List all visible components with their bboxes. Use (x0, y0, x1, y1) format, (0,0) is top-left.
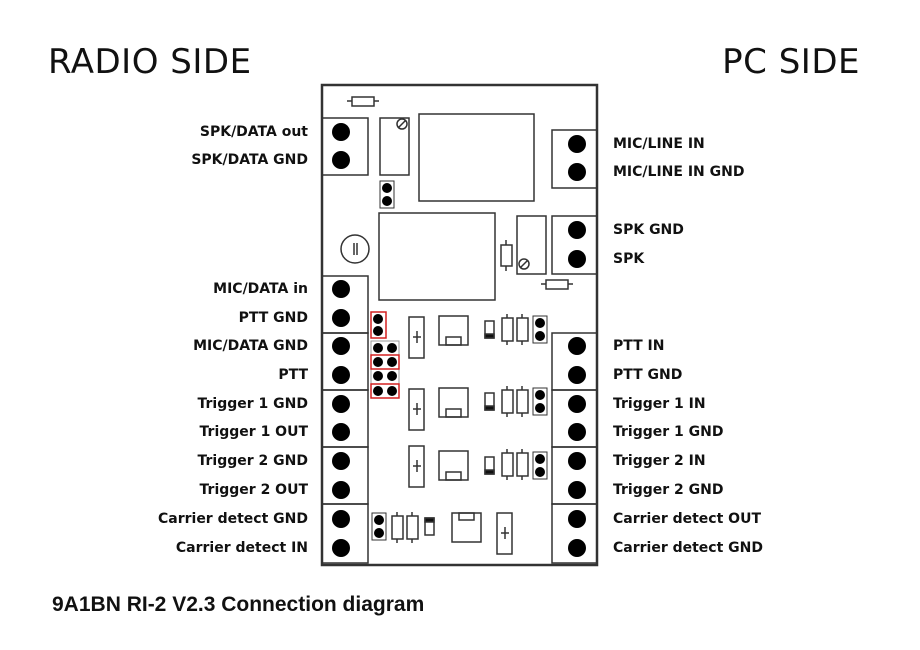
resistor-icon (500, 244, 513, 267)
pc-pin-label: Trigger 2 IN (613, 453, 706, 469)
radio-pin-label: MIC/DATA in (213, 281, 308, 297)
jumper-pin (535, 390, 545, 400)
jumper-pin (382, 183, 392, 193)
trimmer-screw-icon (518, 258, 530, 270)
pc-terminal-pin (568, 221, 586, 239)
pc-terminal-pin (568, 163, 586, 181)
resistor-icon (351, 96, 375, 107)
transformer-1 (418, 113, 535, 202)
pc-terminal-pin (568, 395, 586, 413)
pc-terminal-pin (568, 135, 586, 153)
radio-pin-label: Trigger 2 GND (197, 453, 308, 469)
jumper-pin (535, 331, 545, 341)
radio-terminal-pin (332, 423, 350, 441)
pc-terminal-pin (568, 481, 586, 499)
radio-side-title: RADIO SIDE (48, 42, 252, 82)
jumper-selected (370, 354, 400, 370)
terminal-block-radio-cd (321, 503, 369, 564)
radio-terminal-pin (332, 280, 350, 298)
pc-pin-label: PTT IN (613, 338, 665, 354)
diagram-caption: 9A1BN RI-2 V2.3 Connection diagram (52, 593, 425, 616)
pc-pin-label: Trigger 2 GND (613, 482, 724, 498)
terminal-block-pc-spk (551, 215, 598, 275)
jumper-pin (535, 454, 545, 464)
jumper-pin (374, 515, 384, 525)
radio-pin-label: Trigger 1 OUT (199, 424, 308, 440)
pc-pin-label: SPK GND (613, 222, 684, 238)
channel-row-2 (408, 386, 548, 431)
jumper-pin (387, 386, 397, 396)
jumper-selected (370, 383, 400, 399)
board-outline (320, 83, 599, 567)
jumper-pin (535, 467, 545, 477)
jumper-pin (373, 357, 383, 367)
radio-terminal-pin (332, 309, 350, 327)
radio-terminal-pin (332, 395, 350, 413)
radio-pin-label: Trigger 1 GND (197, 396, 308, 412)
jumper-pin (373, 326, 383, 336)
pc-pin-label: MIC/LINE IN (613, 136, 705, 152)
radio-pin-label: PTT (278, 367, 308, 383)
radio-terminal-pin (332, 366, 350, 384)
jumper-pin (535, 403, 545, 413)
jumper-header (379, 180, 395, 209)
terminal-block-pc-mic (551, 129, 598, 189)
jumper-pin (387, 357, 397, 367)
pc-pin-label: Carrier detect OUT (613, 511, 761, 527)
jumper-pin (382, 196, 392, 206)
jumper-pin (373, 343, 383, 353)
jumper-pin (373, 314, 383, 324)
pc-pin-label: Trigger 1 GND (613, 424, 724, 440)
radio-terminal-pin (332, 123, 350, 141)
pc-pin-label: PTT GND (613, 367, 683, 383)
radio-terminal-pin (332, 510, 350, 528)
radio-pin-label: MIC/DATA GND (193, 338, 308, 354)
jumper-pin (374, 528, 384, 538)
jumper-pin (373, 386, 383, 396)
radio-pin-label: PTT GND (238, 310, 308, 326)
pc-terminal-pin (568, 423, 586, 441)
pc-pin-label: MIC/LINE IN GND (613, 164, 745, 180)
jumper-pin (387, 343, 397, 353)
jumper-pin (387, 371, 397, 381)
radio-pin-label: Trigger 2 OUT (199, 482, 308, 498)
transformer-2 (378, 212, 496, 301)
radio-pin-label: Carrier detect IN (175, 540, 308, 556)
jumper-pin (535, 318, 545, 328)
trimmer-screw-icon (396, 118, 408, 130)
radio-pin-label: Carrier detect GND (157, 511, 308, 527)
pc-pin-label: Carrier detect GND (613, 540, 764, 556)
radio-terminal-pin (332, 452, 350, 470)
pc-pin-label: SPK (613, 251, 645, 267)
pc-terminal-pin (568, 250, 586, 268)
pc-terminal-pin (568, 452, 586, 470)
trimmer-2 (516, 215, 547, 275)
pc-pin-label: Trigger 1 IN (613, 396, 706, 412)
channel-row-1 (408, 314, 548, 359)
pc-terminal-pin (568, 539, 586, 557)
terminal-block-pc-cd (551, 503, 598, 564)
radio-terminal-pin (332, 539, 350, 557)
resistor-icon (545, 279, 569, 290)
radio-terminal-pin (332, 481, 350, 499)
pc-terminal-pin (568, 366, 586, 384)
radio-terminal-pin (332, 337, 350, 355)
carrier-detect-row (371, 512, 513, 555)
pc-terminal-pin (568, 510, 586, 528)
terminal-block-radio-spk (321, 117, 369, 176)
potentiometer-icon (340, 234, 370, 264)
channel-row-3 (408, 445, 548, 488)
trimmer-1 (379, 117, 410, 176)
jumper-pin (373, 371, 383, 381)
pc-terminal-pin (568, 337, 586, 355)
radio-pin-label: SPK/DATA out (199, 124, 308, 140)
radio-pin-label: SPK/DATA GND (191, 152, 308, 168)
pc-side-title: PC SIDE (722, 42, 860, 82)
jumper-selected (370, 311, 387, 339)
radio-terminal-pin (332, 151, 350, 169)
